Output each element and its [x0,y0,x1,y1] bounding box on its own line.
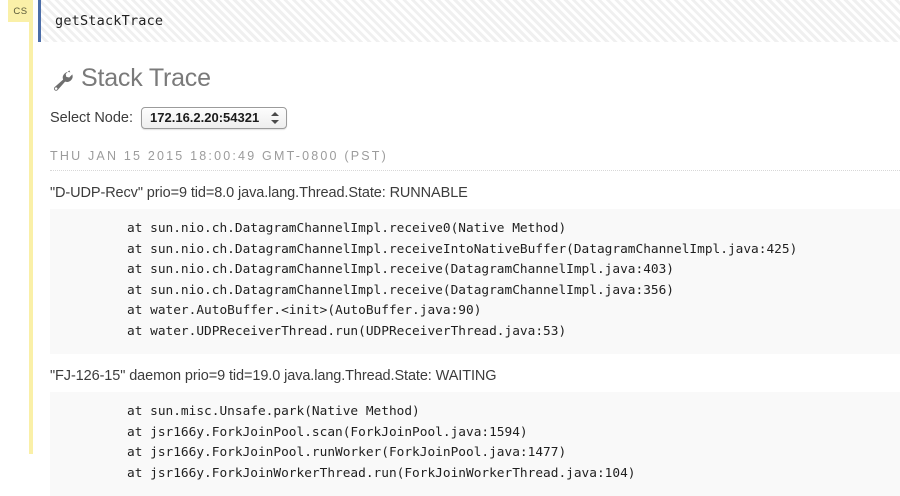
node-selector-row: Select Node: 172.16.2.20:54321 [50,107,900,129]
thread-entry: "FJ-126-15" daemon prio=9 tid=19.0 java.… [50,368,900,496]
stack-trace-document: Stack Trace Select Node: 172.16.2.20:543… [33,64,900,496]
thread-trace-block: at sun.misc.Unsafe.park(Native Method) a… [50,392,900,496]
trace-frame: at sun.misc.Unsafe.park(Native Method) [127,404,420,419]
trace-frame: at jsr166y.ForkJoinWorkerThread.run(Fork… [127,465,636,481]
prompt-input-bar[interactable]: getStackTrace [38,0,900,42]
node-select[interactable]: 172.16.2.20:54321 [141,107,288,129]
trace-frame: at sun.nio.ch.DatagramChannelImpl.receiv… [127,262,675,277]
trace-frame: at sun.nio.ch.DatagramChannelImpl.receiv… [127,241,798,257]
trace-frame: at sun.nio.ch.DatagramChannelImpl.receiv… [127,282,675,298]
wrench-icon [50,69,74,93]
snapshot-timestamp: THU JAN 15 2015 18:00:49 GMT-0800 (PST) [50,149,900,171]
select-node-label: Select Node: [50,110,134,126]
trace-frame: at jsr166y.ForkJoinPool.runWorker(ForkJo… [127,445,567,460]
cell-type-badge: CS [8,0,33,22]
trace-frame: at sun.nio.ch.DatagramChannelImpl.receiv… [127,221,567,236]
cell-marker: CS [0,0,33,454]
node-select-wrapper[interactable]: 172.16.2.20:54321 [141,107,288,129]
trace-frame: at water.AutoBuffer.<init>(AutoBuffer.ja… [127,303,482,318]
cell-content: getStackTrace Stack Trace Select Node: 1… [33,0,900,496]
page-title-text: Stack Trace [81,64,211,92]
page-title: Stack Trace [50,64,900,93]
prompt-input-text[interactable]: getStackTrace [55,13,164,29]
thread-entry: "D-UDP-Recv" prio=9 tid=8.0 java.lang.Th… [50,185,900,354]
thread-header: "D-UDP-Recv" prio=9 tid=8.0 java.lang.Th… [50,185,468,201]
trace-frame: at water.UDPReceiverThread.run(UDPReceiv… [127,323,567,339]
trace-frame: at jsr166y.ForkJoinPool.scan(ForkJoinPoo… [127,424,528,440]
thread-trace-block: at sun.nio.ch.DatagramChannelImpl.receiv… [50,209,900,354]
thread-header: "FJ-126-15" daemon prio=9 tid=19.0 java.… [50,368,497,384]
